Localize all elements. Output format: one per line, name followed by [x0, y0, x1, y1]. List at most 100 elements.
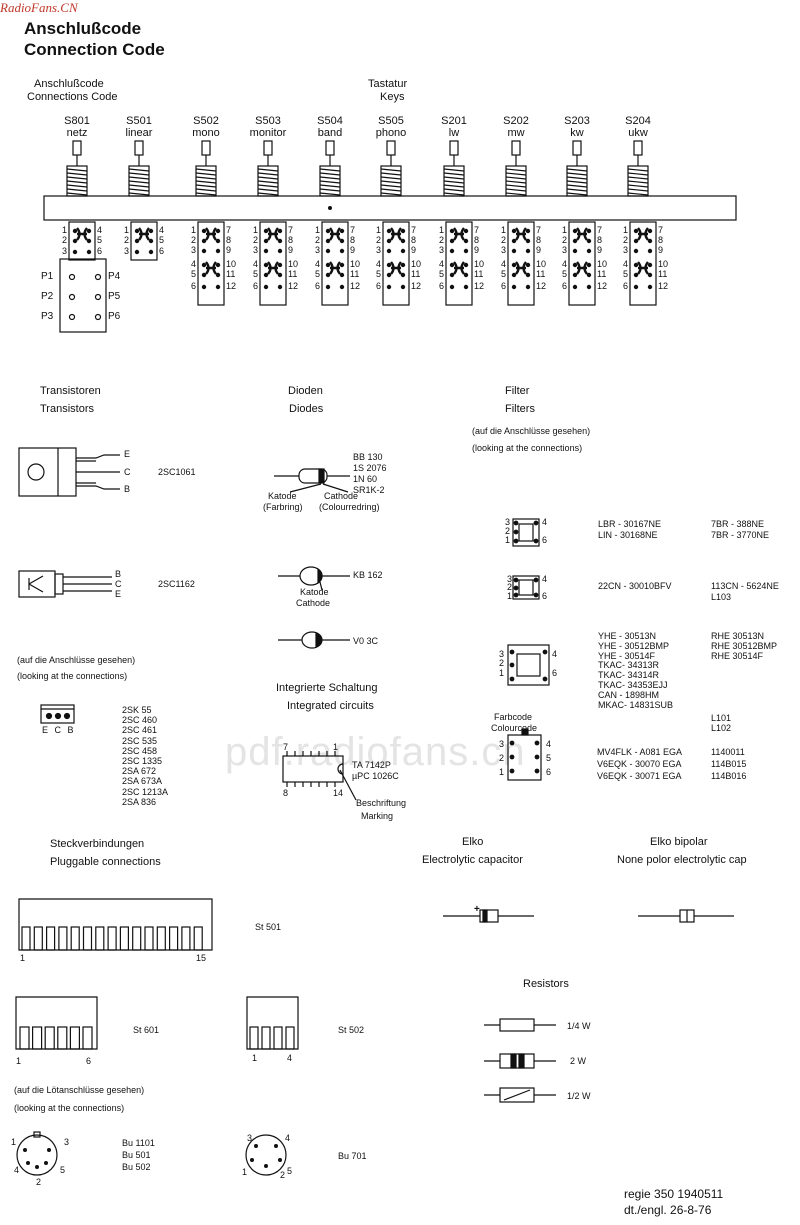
connector-contact [273, 1026, 283, 1050]
resistor1-body [499, 1018, 535, 1032]
conn-label-en: Connections Code [27, 91, 118, 103]
switch-pin-number: 11 [658, 269, 668, 279]
filters-note-de: (auf die Anschlüsse gesehen) [472, 426, 591, 436]
diode-farbring: (Farbring) [263, 502, 303, 512]
switch-block [445, 221, 473, 306]
filters-title-en: Filters [505, 403, 535, 415]
pin-label-p2: P2 [41, 291, 54, 302]
switch-pin-number: 6 [97, 246, 103, 256]
st501-pin-15: 15 [196, 953, 207, 963]
filter3-part: YHE - 30512BMP [598, 640, 670, 651]
ic-title-de: Integrierte Schaltung [276, 682, 378, 694]
diode2-cathode: Cathode [296, 598, 331, 608]
switch-contact [339, 284, 345, 290]
filter3-part: YHE - 30514F [598, 650, 656, 661]
switch-pin-number: 12 [474, 281, 485, 291]
key-spring-coil [257, 172, 279, 176]
transistor-type: 2SC 1335 [122, 756, 163, 766]
title-en: Connection Code [24, 40, 165, 59]
switch-contact [72, 249, 78, 255]
switch-contact [586, 262, 592, 268]
filter-pin [513, 592, 519, 598]
transistor-type: 2SC 458 [122, 745, 158, 756]
ic-marking-en: Marking [361, 811, 394, 821]
key-spring-coil [319, 188, 341, 192]
transistor-type: 2SA 673A [122, 776, 163, 787]
resistors-title: Resistors [523, 978, 569, 990]
switch-pin-number: 12 [536, 281, 547, 291]
filter4-part: MV4FLK - A081 EGA [597, 747, 683, 757]
filter1-pin: 6 [542, 535, 548, 545]
st601-body [15, 996, 98, 1050]
key-cap [633, 140, 643, 156]
key-id: S501 [126, 115, 152, 127]
connector-contact [57, 1026, 68, 1050]
switch-contact [339, 228, 345, 234]
switch-pin-number: 6 [623, 281, 629, 291]
switch-contact [215, 248, 221, 254]
key-spring-coil [443, 180, 465, 184]
key-spring-coil [627, 176, 649, 180]
switch-pin-number: 12 [411, 281, 422, 291]
resistor-quarter-watt: 1/4 W [567, 1021, 591, 1031]
switch-contact [400, 228, 406, 234]
key-id: S502 [193, 115, 219, 127]
switch-pin-number: 6 [501, 281, 507, 291]
switch-contact [215, 272, 221, 278]
switch-contact [277, 284, 283, 290]
st501-body [18, 898, 213, 951]
key-name: mono [192, 127, 220, 139]
switch-contact [449, 262, 455, 268]
switch-pin-number: 4 [376, 259, 382, 269]
switch-contact [263, 238, 269, 244]
ecb-pin-b [63, 712, 71, 720]
filter3-part: TKAC- 34314R [598, 670, 660, 681]
switch-bridge [576, 227, 588, 241]
switch-contact [647, 228, 653, 234]
switch-pin-number: 4 [191, 259, 197, 269]
switch-pin-number: 2 [562, 235, 568, 245]
switch-contact [386, 262, 392, 268]
diodes-title-en: Diodes [289, 403, 324, 415]
key-spring-coil [319, 172, 341, 176]
switch-pin-number: 10 [226, 259, 237, 269]
switch-pin-number: 5 [439, 269, 445, 279]
connector-contact [21, 926, 31, 951]
filter2-body [512, 575, 540, 600]
key-spring-coil [66, 184, 88, 188]
switch-contact [633, 228, 639, 234]
switch-contact [148, 228, 154, 234]
din2-pin-3: 3 [247, 1133, 253, 1143]
switch-contact [572, 228, 578, 234]
plugs-title-en: Pluggable connections [50, 856, 161, 868]
switch-pin-number: 10 [411, 259, 422, 269]
key-spring-coil [66, 172, 88, 176]
switch-pin-number: 6 [439, 281, 445, 291]
resistor-half-watt: 1/2 W [567, 1091, 591, 1101]
switch-contact [134, 249, 140, 255]
switch-bridge [138, 227, 150, 241]
filter-pin [513, 577, 519, 583]
ic-pin-7: 7 [283, 742, 289, 752]
filter-pin [533, 592, 539, 598]
key-spring-coil [66, 188, 88, 192]
switch-contact [449, 284, 455, 290]
filter1-alt-part: 7BR - 3770NE [711, 530, 770, 540]
filters-note-en: (looking at the connections) [472, 443, 583, 453]
key-spring-coil [505, 192, 527, 196]
key-cap [511, 140, 521, 156]
key-spring-coil [505, 168, 527, 172]
filter4-pin: 2 [499, 753, 505, 763]
diode-colourring: (Colourredring) [319, 502, 380, 512]
switch-contact [86, 228, 92, 234]
switch-pin-number: 9 [350, 245, 356, 255]
key-id: S503 [255, 115, 281, 127]
diode-type: 1S 2076 [353, 463, 387, 473]
connector-contact [132, 926, 142, 951]
pin-b-1: B [124, 484, 131, 494]
solder-note-en: (looking at the connections) [14, 1103, 125, 1113]
resistor-2-watt: 2 W [570, 1056, 587, 1066]
switch-contact [86, 238, 92, 244]
ecb-package [40, 704, 75, 724]
